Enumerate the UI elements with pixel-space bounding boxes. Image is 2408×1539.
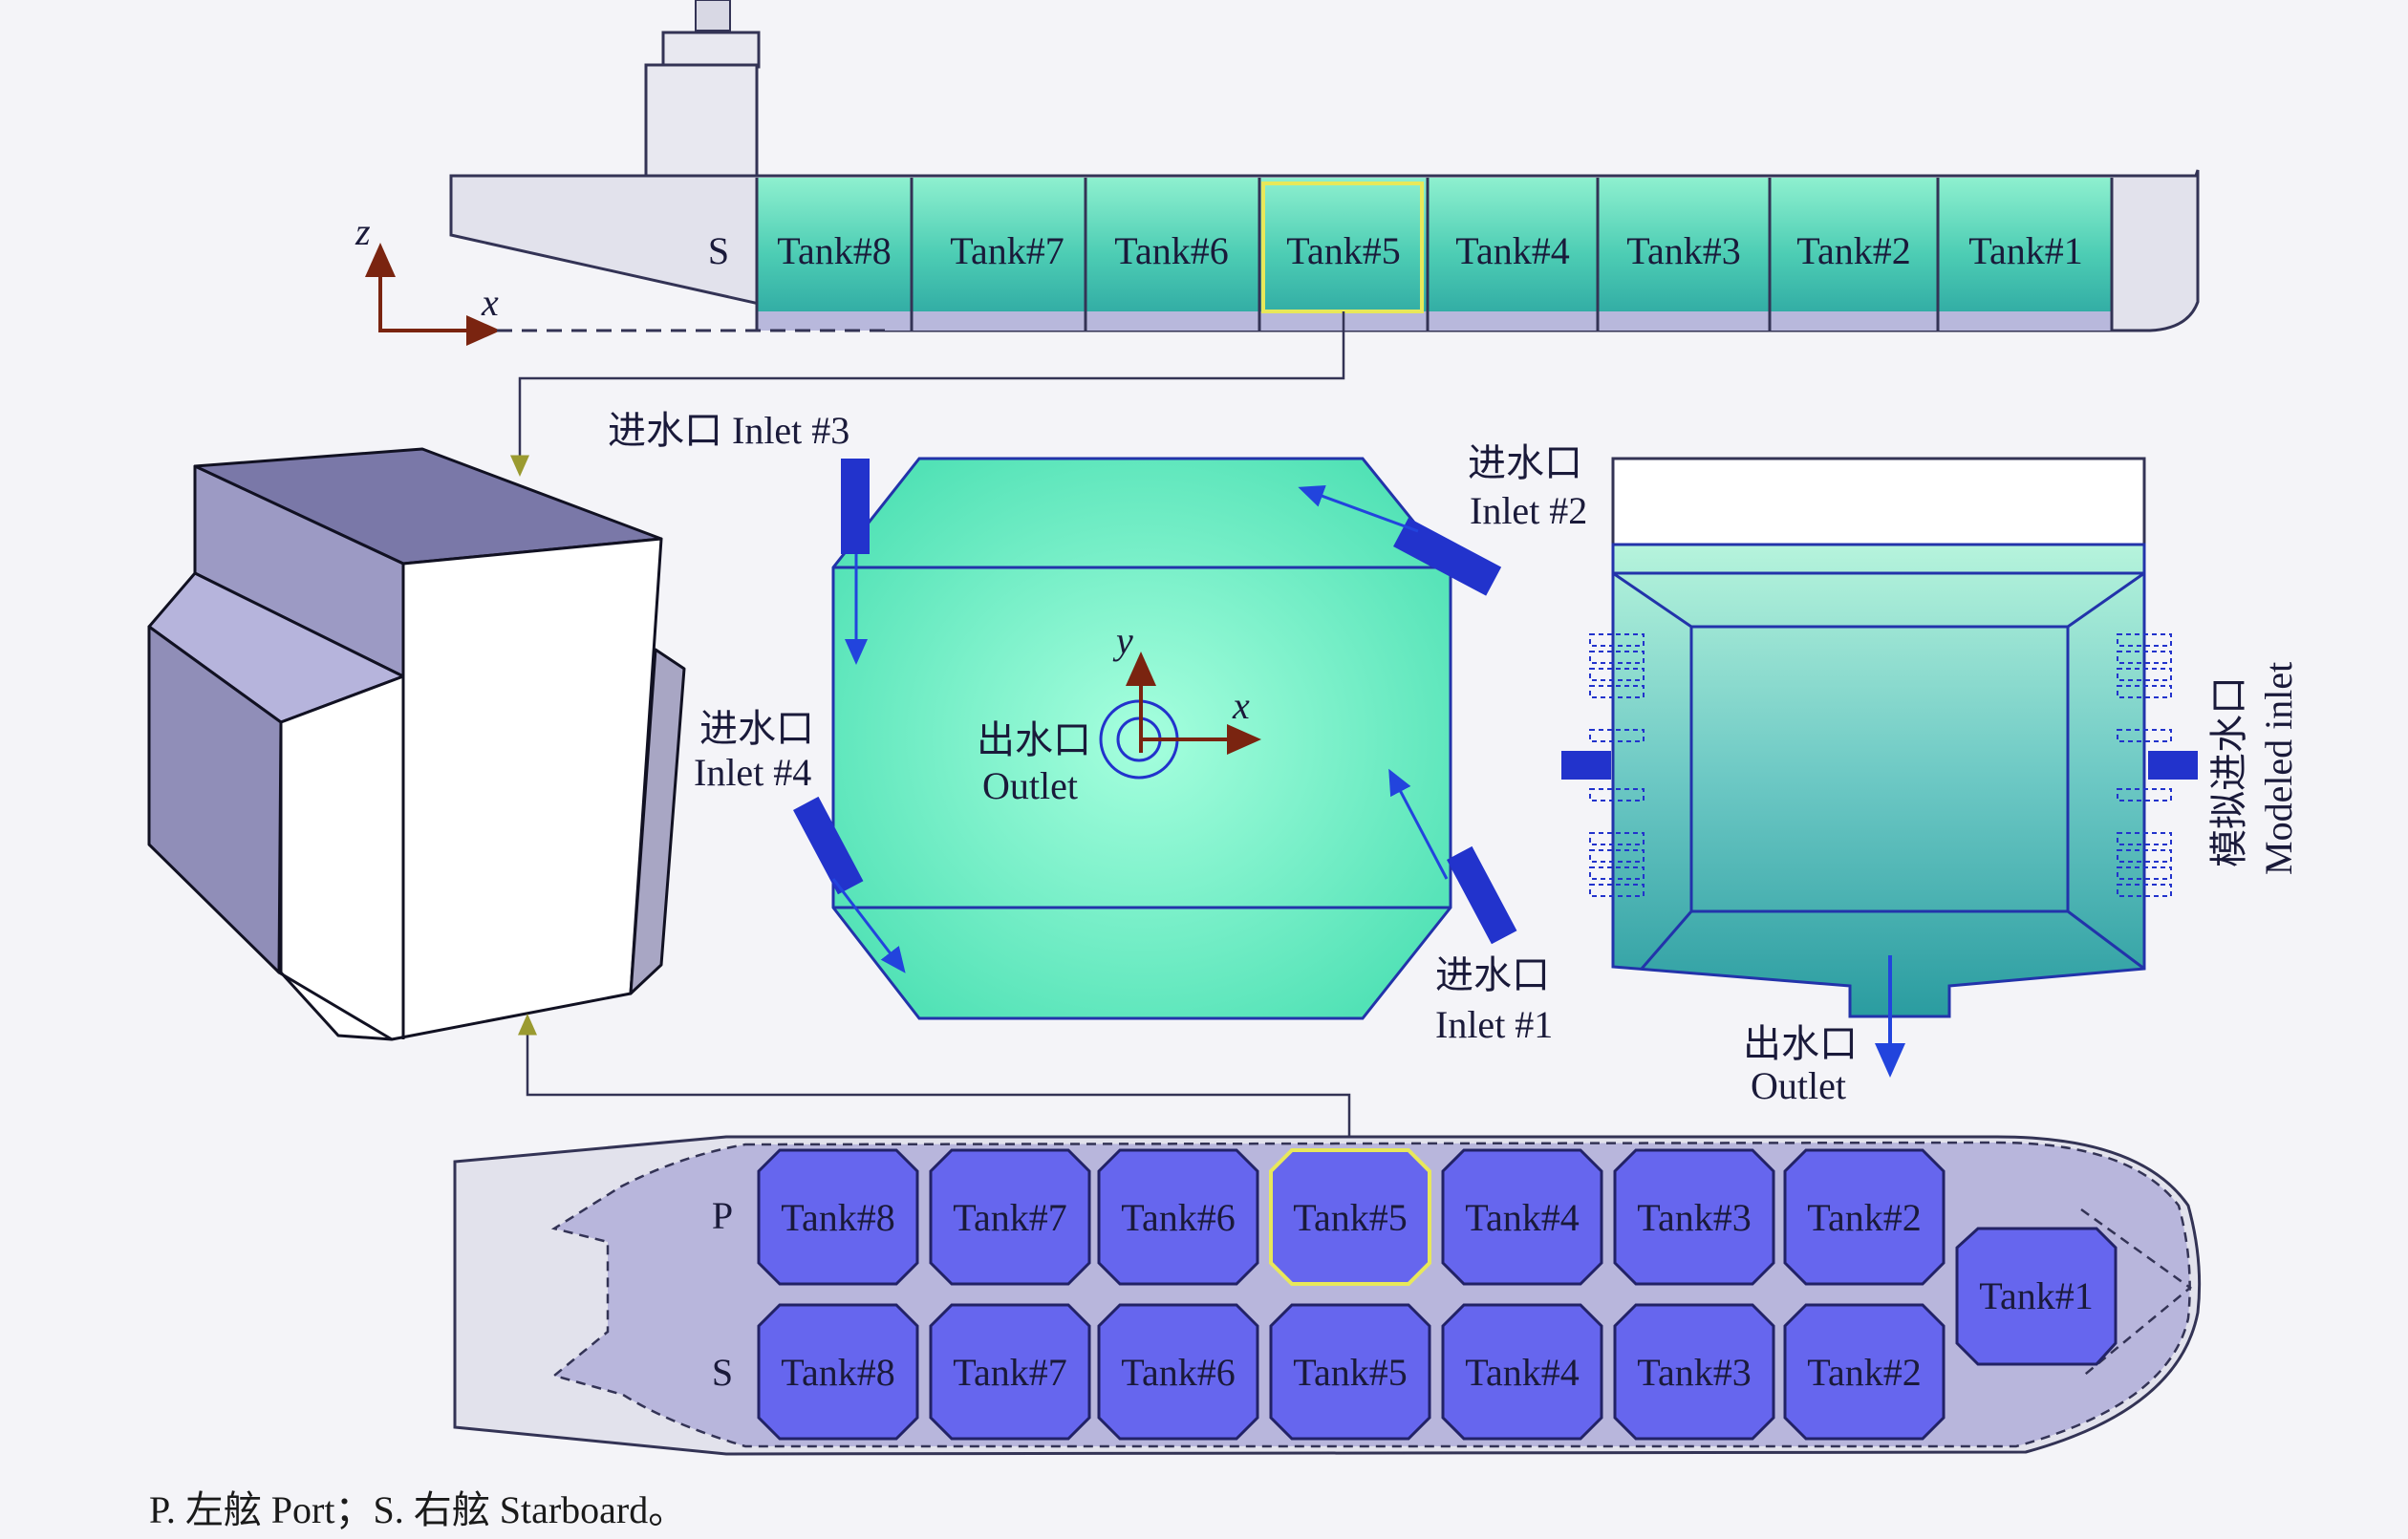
plan-tank-starboard-label: Tank#3 (1637, 1351, 1751, 1394)
side-tank-label: Tank#4 (1455, 229, 1569, 272)
tank-plan-view: y x 进水口 Inlet #3 进水口 Inlet #2 进水口 Inlet … (608, 409, 1587, 1046)
plan-tank-port (1269, 1148, 1431, 1286)
inlet4-label-en: Inlet #4 (694, 751, 811, 794)
plan-tank-starboard (1783, 1303, 1946, 1441)
plan-tank-port (1441, 1148, 1603, 1286)
connector-plan-to-3d (518, 1014, 1351, 1150)
section-outlet-label-en: Outlet (1751, 1064, 1846, 1107)
bridge-upper (661, 31, 761, 69)
plan-axis-x-label: x (1232, 684, 1250, 727)
plan-tank-port (1613, 1148, 1775, 1286)
plan-tank-port-label: Tank#7 (953, 1196, 1066, 1239)
plan-tank-starboard-label: Tank#7 (953, 1351, 1066, 1394)
figure-caption: P. 左舷 Port；S. 右舷 Starboard。 (149, 1488, 687, 1531)
side-axis-z-label: z (355, 210, 371, 253)
plan-tank-starboard (1269, 1303, 1431, 1441)
plan-tank-center (1955, 1227, 2118, 1366)
connector-side-to-3d (510, 311, 1345, 477)
plan-tank-port-label: Tank#2 (1807, 1196, 1921, 1239)
inlet1-label-cn: 进水口 (1435, 953, 1550, 996)
plan-tank-port (1097, 1148, 1259, 1286)
plan-tank-port-label: Tank#5 (1293, 1196, 1407, 1239)
modeled-inlet-label-en: Modeled inlet (2257, 662, 2300, 875)
plan-tank-starboard (929, 1303, 1091, 1441)
tank-section-view: 出水口 Outlet 模拟进水口 Modeled inlet (1561, 457, 2300, 1107)
starboard-label: S (712, 1351, 733, 1394)
side-tank-label: Tank#3 (1626, 229, 1740, 272)
plan-tank-port (757, 1148, 919, 1286)
inlet4-pipe (793, 796, 864, 895)
inlet3-pipe (841, 459, 870, 554)
plan-tank-starboard-label: Tank#8 (781, 1351, 894, 1394)
inlet2-label-en: Inlet #2 (1470, 489, 1587, 532)
inlet1-label-en: Inlet #1 (1435, 1003, 1553, 1046)
side-tank-label: Tank#5 (1286, 229, 1400, 272)
plan-tank-starboard-label: Tank#5 (1293, 1351, 1407, 1394)
plan-tank-starboard (1613, 1303, 1775, 1441)
side-label: S (708, 229, 729, 272)
modeled-inlet-label-cn: 模拟进水口 (2207, 676, 2250, 867)
plan-tank-port-label: Tank#4 (1465, 1196, 1579, 1239)
section-inner-box (1689, 625, 2070, 913)
side-axis-x-label: x (481, 281, 499, 324)
inlet2-flow-arrow (1298, 484, 1419, 533)
inlet4-label-cn: 进水口 (699, 707, 814, 750)
inlet1-pipe (1446, 845, 1517, 945)
plan-tank-port (1783, 1148, 1946, 1286)
plan-axis-y-label: y (1112, 619, 1133, 662)
plan-outlet-label-cn: 出水口 (977, 718, 1091, 761)
side-tank-label: Tank#2 (1796, 229, 1910, 272)
inlet2-label-cn: 进水口 (1468, 441, 1582, 484)
tank-3d-view (147, 447, 686, 1041)
plan-tank-port (929, 1148, 1091, 1286)
modeled-inlet-left (1561, 751, 1611, 780)
bridge-lower (644, 63, 759, 180)
plan-tank-starboard (1097, 1303, 1259, 1441)
plan-tank-starboard-label: Tank#2 (1807, 1351, 1921, 1394)
inlet2-pipe (1393, 517, 1502, 596)
inlet4-flow-arrow (831, 878, 906, 973)
plan-tank-port-label: Tank#8 (781, 1196, 894, 1239)
plan-tank-starboard (1441, 1303, 1603, 1441)
side-tank-label: Tank#7 (950, 229, 1064, 272)
plan-tank-starboard (757, 1303, 919, 1441)
bridge-mast (695, 0, 731, 32)
port-label: P (712, 1194, 733, 1237)
plan-tank-starboard-label: Tank#4 (1465, 1351, 1579, 1394)
side-tank-label: Tank#6 (1114, 229, 1228, 272)
inlet3-label: 进水口 Inlet #3 (608, 409, 849, 452)
section-outlet-label-cn: 出水口 (1743, 1022, 1858, 1065)
plan-tank-port-label: Tank#3 (1637, 1196, 1751, 1239)
inlet1-flow-arrow (1388, 768, 1449, 880)
modeled-inlet-right (2148, 751, 2198, 780)
plan-tank-center-label: Tank#1 (1979, 1274, 2093, 1317)
plan-outlet-label-en: Outlet (982, 764, 1078, 807)
plan-tank-starboard-label: Tank#6 (1121, 1351, 1235, 1394)
side-tank-label: Tank#1 (1968, 229, 2082, 272)
side-view: S Tank#8 Tank#7 Tank#6 Tank#5 Tank#4 Tan… (355, 0, 2200, 346)
plan-tank-port-label: Tank#6 (1121, 1196, 1235, 1239)
side-tank-label: Tank#8 (777, 229, 891, 272)
side-tank-band (757, 178, 2112, 331)
